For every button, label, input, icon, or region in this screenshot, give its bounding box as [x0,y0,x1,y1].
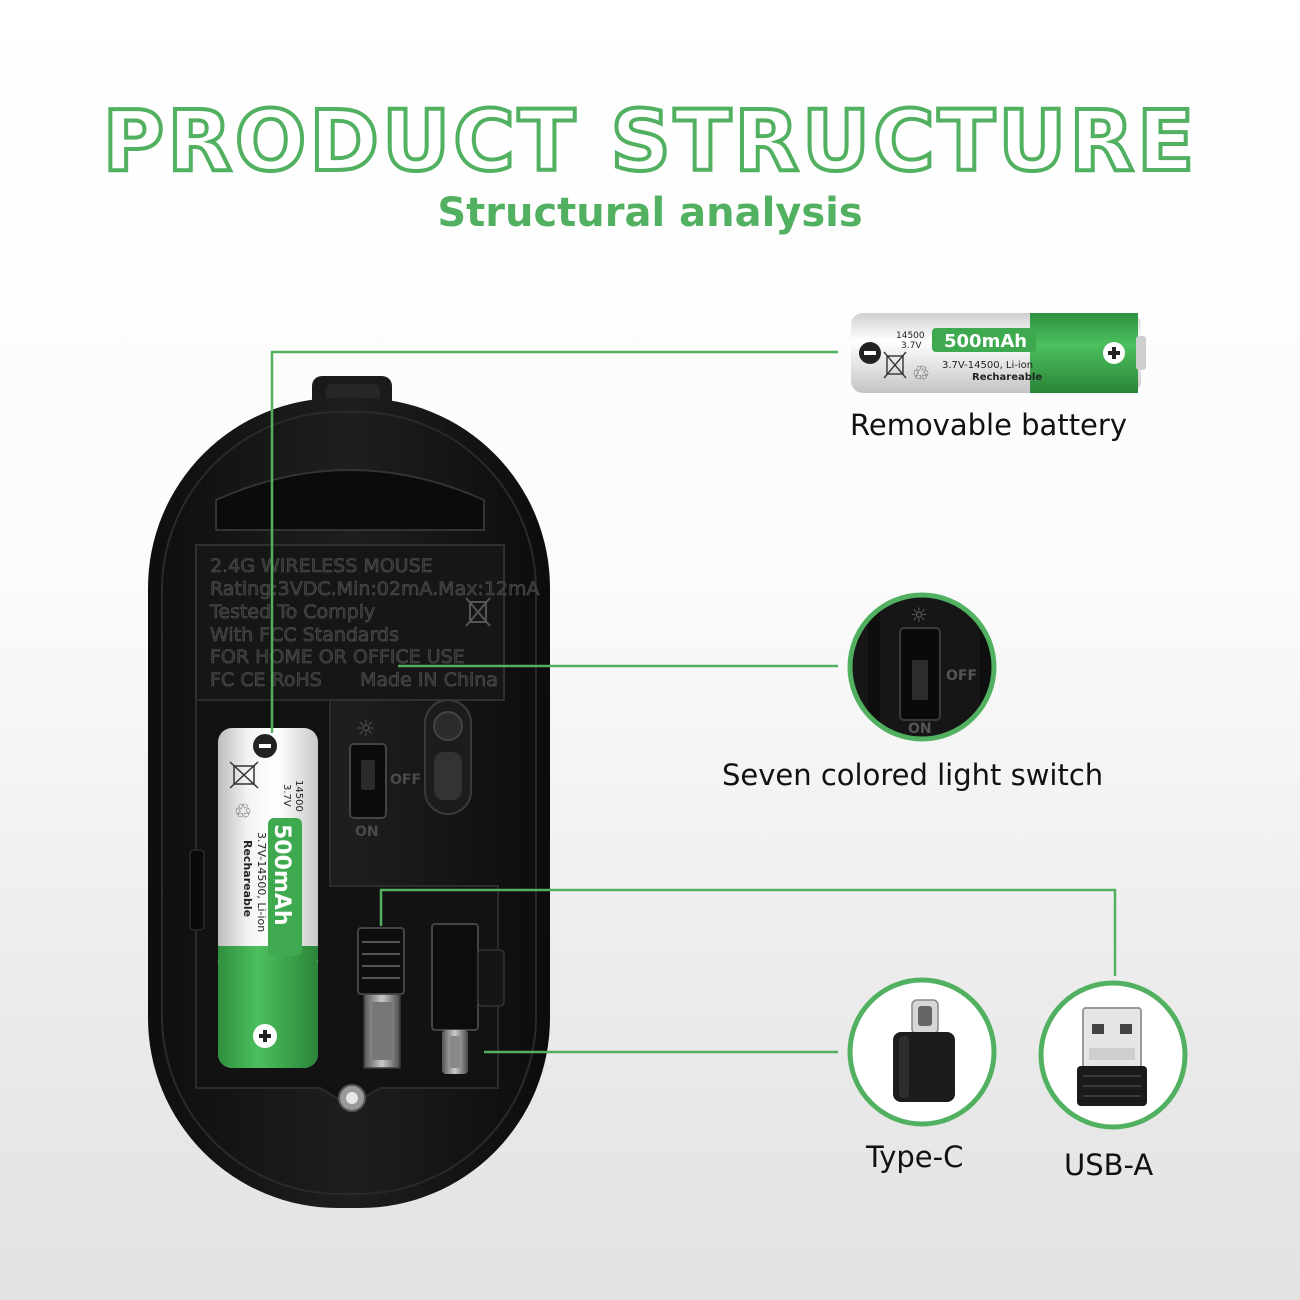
battery-recycle-icon-h: ♲ [912,361,930,385]
battery-in-mouse: 500mAh 3.7V-14500, Li-ion Rechareable 14… [218,728,318,1068]
battery-capacity-vertical: 500mAh [269,824,294,926]
spec-line-5: FOR HOME OR OFFICE USE [210,646,465,668]
typec-circle [847,977,997,1127]
removable-battery-callout: 500mAh 14500 3.7V 3.7V-14500, Li-ion Rec… [851,313,1146,393]
spec-line-4: With FCC Standards [210,624,399,646]
spec-line-7: Made IN China [360,669,498,691]
optical-sensor [424,699,472,815]
battery-model-vertical: 14500 [293,780,304,812]
spec-line-6: FC CE RoHS [210,669,322,691]
battery-rechargeable-vertical: Rechareable [241,840,254,917]
spec-line-3: Tested To Comply [209,601,375,623]
usba-label: USB-A [1064,1148,1154,1182]
battery-voltage-vertical: 3.7V [281,784,292,807]
battery-recycle-icon: ♲ [234,799,252,823]
zoom-switch-off-text: OFF [946,668,977,684]
sun-icon: ☼ [356,717,376,742]
mouse-top-pad [215,469,485,531]
spec-line-1: 2.4G WIRELESS MOUSE [210,555,433,577]
battery-spec-vertical: 3.7V-14500, Li-ion [255,832,268,932]
zoom-switch-on-text: ON [908,721,932,737]
typec-adapter-icon [893,999,955,1102]
battery-model: 14500 [896,331,925,341]
removable-battery-label: Removable battery [850,408,1127,442]
page-subtitle: Structural analysis [437,190,863,236]
callout-lines [270,350,1117,1054]
light-switch-label: Seven colored light switch [722,758,1104,792]
usba-receiver-icon [1077,1007,1147,1106]
typec-label: Type-C [866,1140,964,1174]
switch-zoom-circle: ☼ OFF ON [847,592,997,742]
battery-voltage: 3.7V [901,341,922,351]
zoom-sun-icon: ☼ [910,603,928,627]
battery-capacity: 500mAh [944,331,1027,352]
switch-off-text: OFF [390,772,421,788]
battery-spec: 3.7V-14500, Li-ion [942,360,1033,371]
battery-bin-icon-h [883,351,907,379]
page-title: PRODUCT STRUCTURE [101,90,1198,192]
battery-bin-icon [229,761,259,789]
recycle-bin-icon [465,597,491,627]
switch-on-text: ON [355,824,379,840]
mouse-light-switch[interactable]: ☼ OFF ON [349,717,421,840]
spec-line-2: Rating:3VDC.Min:02mA.Max:12mA [210,578,540,600]
usba-circle [1038,980,1188,1130]
mouse-receiver-slot [357,923,505,1074]
battery-rechargeable: Rechareable [972,372,1042,383]
